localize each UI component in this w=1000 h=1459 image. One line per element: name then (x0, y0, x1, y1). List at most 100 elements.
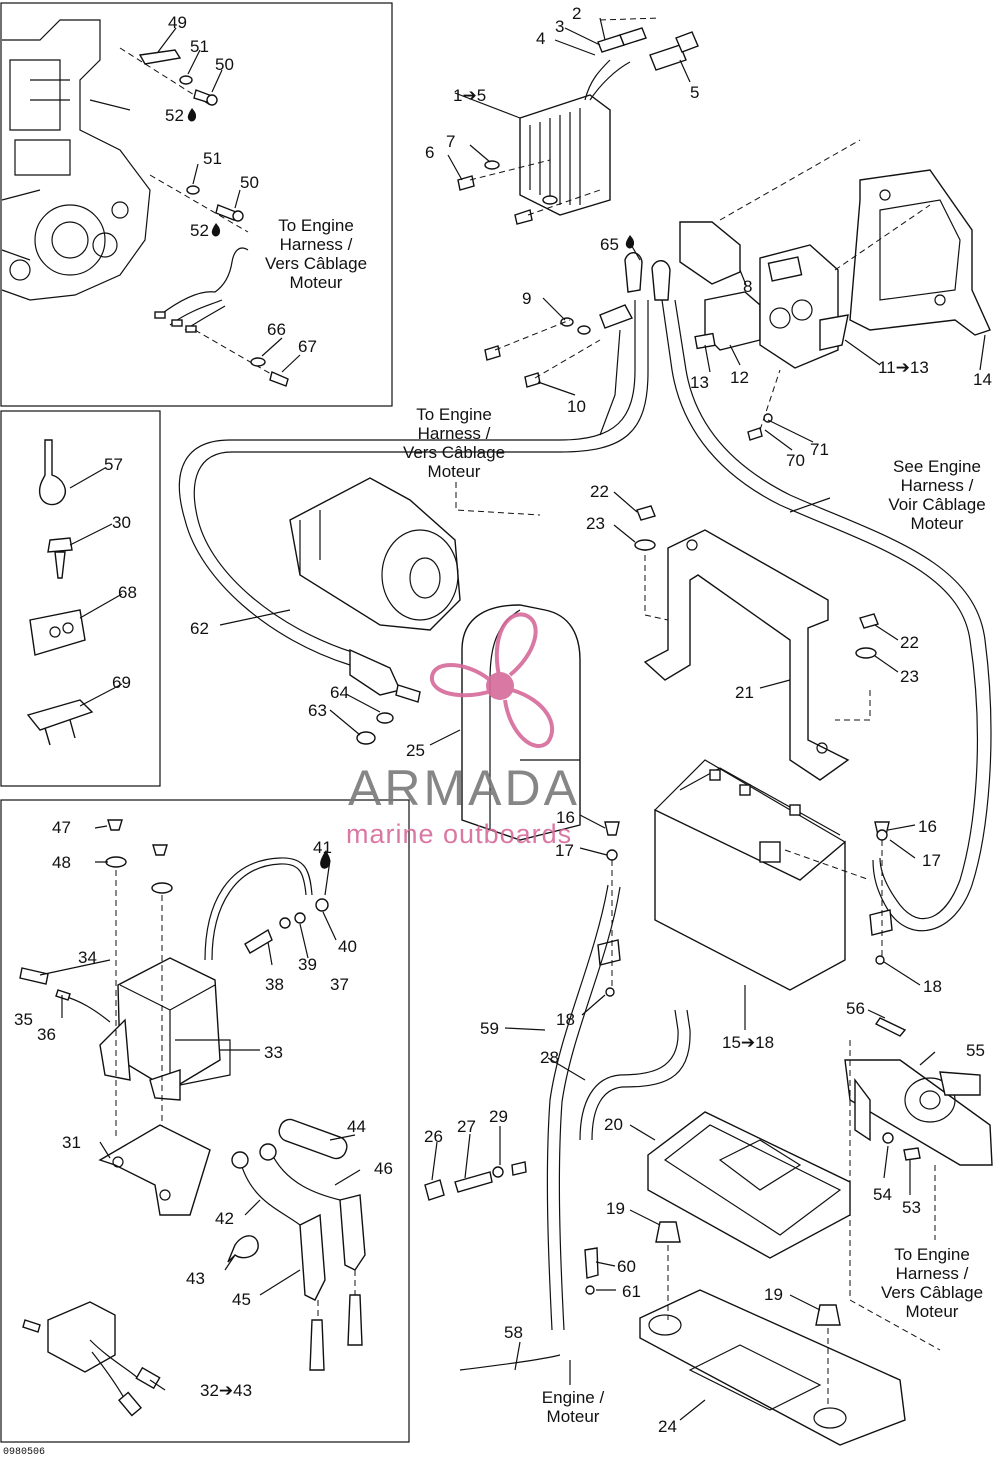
ignition-coil-33 (99, 957, 231, 1101)
callout-42: 42 (215, 1209, 234, 1228)
svg-text:Harness /: Harness / (418, 424, 491, 443)
note-to-engine-harness-bottom: To Engine Harness / Vers Câblage Moteur (881, 1245, 983, 1321)
callout-25: 25 (406, 741, 425, 760)
callout-18: 18 (923, 977, 942, 996)
battery-cover-25 (461, 604, 581, 841)
mount-bracket-49 (119, 47, 218, 106)
svg-text:Vers Câblage: Vers Câblage (881, 1283, 983, 1302)
svg-text:Vers Câblage: Vers Câblage (403, 443, 505, 462)
bilge-pump-55 (844, 1017, 993, 1351)
callout-13: 13 (690, 373, 709, 392)
callout-49: 49 (168, 13, 187, 32)
callout-17: 17 (555, 841, 574, 860)
cable-to-harness-2 (599, 329, 621, 436)
callout-20: 20 (604, 1115, 623, 1134)
callout-28: 28 (540, 1048, 559, 1067)
inset-frame-engine (0, 2, 393, 407)
callout-52: 52 (165, 106, 184, 125)
callout-2: 2 (572, 4, 581, 23)
callout-39: 39 (298, 955, 317, 974)
note-to-engine-harness-top: To Engine Harness / Vers Câblage Moteur (265, 216, 367, 292)
svg-text:Moteur: Moteur (547, 1407, 600, 1426)
clamp-43 (227, 1235, 259, 1263)
armada-logo: ARMADA marine outboards (346, 612, 577, 849)
starter-relay-8 (624, 221, 741, 301)
callout-17: 17 (922, 851, 941, 870)
callout-1-5: 1➔5 (453, 86, 486, 105)
inset-frame-ignition (0, 799, 410, 1443)
screws-9-10 (484, 304, 781, 441)
callout-21: 21 (735, 683, 754, 702)
callout-23: 23 (900, 667, 919, 686)
svg-text:Moteur: Moteur (911, 514, 964, 533)
callout-37: 37 (330, 975, 349, 994)
callout-31: 31 (62, 1133, 81, 1152)
callout-35: 35 (14, 1010, 33, 1029)
callout-24: 24 (658, 1417, 677, 1436)
callout-labels: 49 51 50 52 51 50 52 66 67 57 30 68 69 4… (14, 4, 992, 1436)
battery-cable-59 (546, 884, 609, 1331)
nuts-22-23 (634, 505, 879, 659)
harness-connector-lead (154, 247, 291, 387)
callout-67: 67 (298, 337, 317, 356)
fuse-holder-12 (694, 291, 761, 351)
callout-8: 8 (743, 277, 752, 296)
note-engine-ground: Engine / Moteur (542, 1360, 604, 1426)
ground-wire-41 (204, 857, 313, 961)
cable-tie-57 (38, 439, 66, 506)
callout-69: 69 (112, 673, 131, 692)
callout-22: 22 (590, 482, 609, 501)
callout-45: 45 (232, 1290, 251, 1309)
callout-65: 65 (600, 235, 619, 254)
callout-36: 36 (37, 1025, 56, 1044)
callout-30: 30 (112, 513, 131, 532)
callout-70: 70 (786, 451, 805, 470)
callout-29: 29 (489, 1107, 508, 1126)
callout-56: 56 (846, 999, 865, 1018)
callout-61: 61 (622, 1282, 641, 1301)
callout-43: 43 (186, 1269, 205, 1288)
callout-46: 46 (374, 1159, 393, 1178)
callout-3: 3 (555, 17, 564, 36)
svg-text:To Engine: To Engine (416, 405, 492, 424)
callout-19: 19 (764, 1285, 783, 1304)
callout-22: 22 (900, 633, 919, 652)
callout-64: 64 (330, 683, 349, 702)
note-to-engine-harness-middle: To Engine Harness / Vers Câblage Moteur (403, 405, 541, 516)
screw-30 (47, 537, 73, 579)
fuse-box-11 (759, 244, 849, 369)
svg-text:See Engine: See Engine (893, 457, 981, 476)
svg-text:Moteur: Moteur (906, 1302, 959, 1321)
battery-15 (654, 759, 871, 991)
callout-50: 50 (215, 55, 234, 74)
callout-38: 38 (265, 975, 284, 994)
leader-lines (39, 17, 986, 1421)
callout-59: 59 (480, 1019, 499, 1038)
svg-text:To Engine: To Engine (894, 1245, 970, 1264)
svg-text:Moteur: Moteur (290, 273, 343, 292)
bolt-set-lower-50 (149, 174, 249, 233)
callout-7: 7 (446, 132, 455, 151)
callout-33: 33 (264, 1043, 283, 1062)
callout-5: 5 (690, 83, 699, 102)
callout-34: 34 (78, 948, 97, 967)
clip-68 (29, 609, 86, 656)
ground-cable-58 (459, 1354, 561, 1371)
sealant-drop-icon (211, 223, 221, 237)
note-see-engine-harness: See Engine Harness / Voir Câblage Moteur (789, 457, 986, 533)
spark-plug-wires-42 (231, 1118, 366, 1301)
callout-54: 54 (873, 1185, 892, 1204)
svg-text:Harness /: Harness / (280, 235, 353, 254)
base-plate-24 (639, 1221, 906, 1446)
watermark-tagline: marine outboards (346, 819, 572, 849)
svg-text:Harness /: Harness / (896, 1264, 969, 1283)
hold-down-bracket-21 (643, 529, 871, 781)
cable-harness-main (661, 299, 978, 920)
bracket-31 (98, 1124, 211, 1216)
callout-66: 66 (267, 320, 286, 339)
callout-10: 10 (567, 397, 586, 416)
callout-15-18: 15➔18 (722, 1033, 774, 1052)
callout-4: 4 (536, 29, 545, 48)
sealant-drop-icon (320, 850, 331, 869)
callout-32-43: 32➔43 (200, 1381, 252, 1400)
